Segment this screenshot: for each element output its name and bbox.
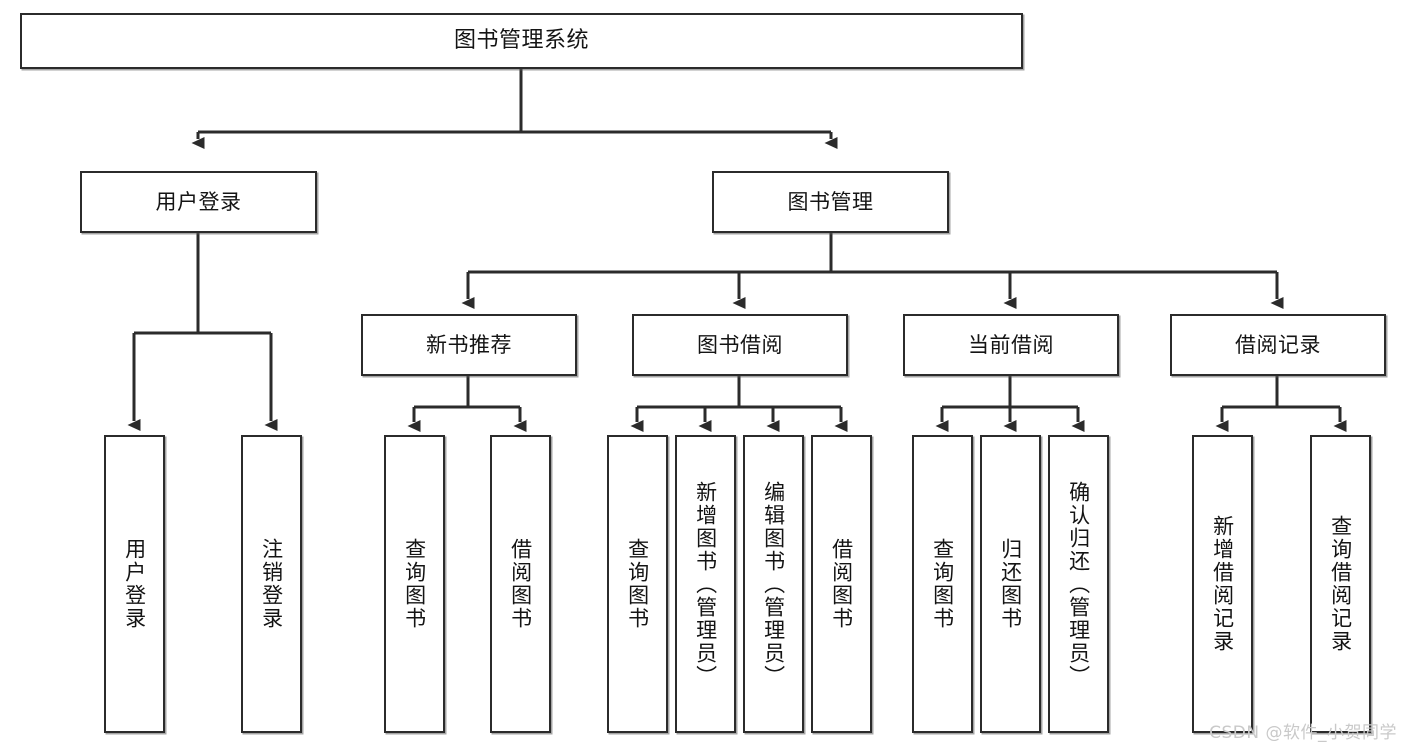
node-leaf-user-login[interactable]: 用户登录 [104, 435, 165, 733]
node-leaf-query-book-2[interactable]: 查询图书 [607, 435, 668, 733]
node-leaf-add-record[interactable]: 新增借阅记录 [1192, 435, 1253, 733]
node-leaf-add-book[interactable]: 新增图书（管理员） [675, 435, 736, 733]
node-new-book-recommend-label: 新书推荐 [426, 332, 512, 357]
node-leaf-logout[interactable]: 注销登录 [241, 435, 302, 733]
node-leaf-borrow-book-2-label: 借阅图书 [829, 538, 854, 630]
node-leaf-query-book-1[interactable]: 查询图书 [384, 435, 445, 733]
node-leaf-borrow-book-1-label: 借阅图书 [508, 538, 533, 630]
node-leaf-add-record-label: 新增借阅记录 [1210, 515, 1235, 653]
node-leaf-query-book-3[interactable]: 查询图书 [912, 435, 973, 733]
node-leaf-add-book-label: 新增图书（管理员） [693, 480, 718, 688]
node-leaf-query-record[interactable]: 查询借阅记录 [1310, 435, 1371, 733]
node-book-borrow-label: 图书借阅 [697, 332, 783, 357]
node-borrow-record[interactable]: 借阅记录 [1170, 314, 1386, 376]
node-book-management-label: 图书管理 [787, 189, 874, 214]
node-leaf-return-book[interactable]: 归还图书 [980, 435, 1041, 733]
node-book-borrow[interactable]: 图书借阅 [632, 314, 848, 376]
node-user-login-label: 用户登录 [155, 189, 242, 214]
node-current-borrow[interactable]: 当前借阅 [903, 314, 1119, 376]
node-leaf-query-record-label: 查询借阅记录 [1328, 515, 1353, 653]
node-leaf-confirm-return[interactable]: 确认归还（管理员） [1048, 435, 1109, 733]
node-leaf-return-book-label: 归还图书 [998, 538, 1023, 630]
node-leaf-query-book-1-label: 查询图书 [402, 538, 427, 630]
node-borrow-record-label: 借阅记录 [1235, 332, 1321, 357]
node-leaf-confirm-return-label: 确认归还（管理员） [1066, 480, 1091, 688]
node-root[interactable]: 图书管理系统 [20, 13, 1023, 69]
node-leaf-query-book-2-label: 查询图书 [625, 538, 650, 630]
node-leaf-edit-book[interactable]: 编辑图书（管理员） [743, 435, 804, 733]
node-book-management[interactable]: 图书管理 [712, 171, 949, 233]
node-leaf-borrow-book-2[interactable]: 借阅图书 [811, 435, 872, 733]
node-current-borrow-label: 当前借阅 [968, 332, 1054, 357]
node-leaf-logout-label: 注销登录 [259, 538, 284, 630]
node-leaf-borrow-book-1[interactable]: 借阅图书 [490, 435, 551, 733]
node-leaf-user-login-label: 用户登录 [122, 538, 147, 630]
node-leaf-edit-book-label: 编辑图书（管理员） [761, 480, 786, 688]
node-new-book-recommend[interactable]: 新书推荐 [361, 314, 577, 376]
csdn-watermark: CSDN @软件_小贺同学 [1209, 723, 1397, 743]
node-root-label: 图书管理系统 [453, 27, 589, 53]
node-leaf-query-book-3-label: 查询图书 [930, 538, 955, 630]
node-user-login[interactable]: 用户登录 [80, 171, 317, 233]
